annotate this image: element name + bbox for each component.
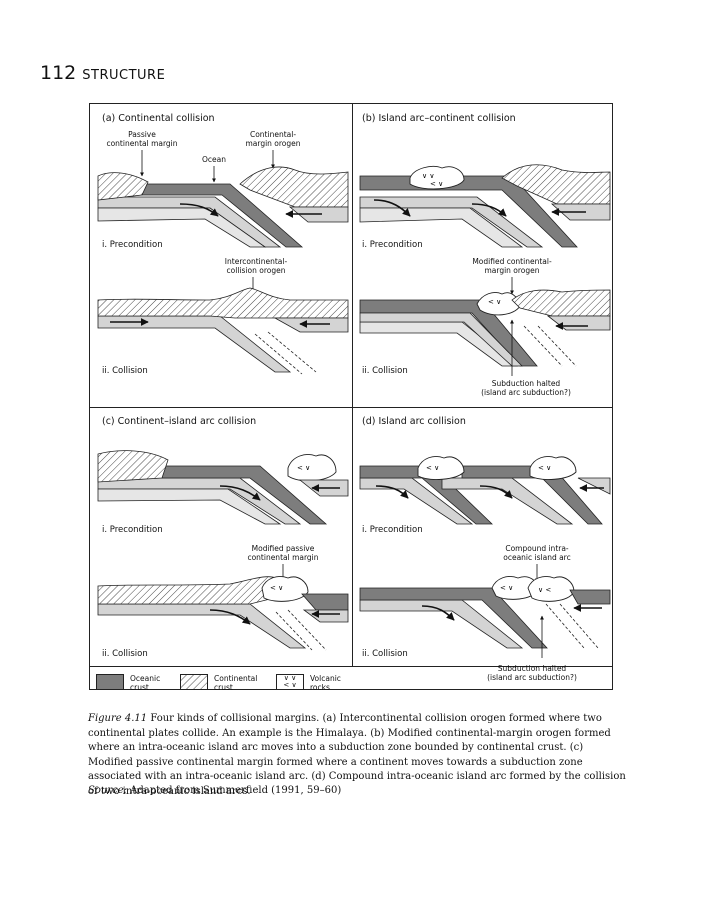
label-ocean: Ocean <box>202 155 226 164</box>
source-label: Source: <box>88 785 127 796</box>
panel-a-title: (a) Continental collision <box>102 113 215 124</box>
panel-d-stage-1: i. Precondition <box>362 525 423 535</box>
figure-caption: Figure 4.11 Four kinds of collisional ma… <box>88 712 628 799</box>
horizontal-divider <box>90 407 612 408</box>
label-passive-margin: Passive continental margin <box>106 130 178 148</box>
panel-d-title: (d) Island arc collision <box>362 416 466 427</box>
legend-volcanic-label: Volcanic rocks <box>310 674 341 692</box>
legend-oceanic-label: Oceanic crust <box>130 674 161 692</box>
panel-a-stage-1: i. Precondition <box>102 240 163 250</box>
source-text: Adapted from Summerfield (1991, 59–60) <box>130 785 342 796</box>
svg-text:< ∨: < ∨ <box>538 464 551 472</box>
panel-b-collision-diagram: < ∨ <box>359 277 611 376</box>
label-modified-passive-margin: Modified passive continental margin <box>247 544 319 562</box>
continental-swatch <box>180 674 208 690</box>
page-header: 112 STRUCTURE <box>40 62 165 84</box>
svg-text:< ∨: < ∨ <box>270 584 283 592</box>
legend-divider <box>90 666 612 667</box>
panel-d-precondition-diagram: < ∨ < ∨ <box>359 456 611 525</box>
panel-c-stage-2: ii. Collision <box>102 649 148 659</box>
panel-c-precondition-diagram: < ∨ <box>97 450 349 525</box>
figure-label: Figure 4.11 <box>88 713 148 724</box>
vertical-divider <box>352 104 353 666</box>
legend-continental-label: Continental crust <box>214 674 258 692</box>
panel-a-collision-diagram <box>97 277 349 375</box>
panel-d-stage-2: ii. Collision <box>362 649 408 659</box>
label-modified-continental-orogen: Modified continental- margin orogen <box>472 257 552 275</box>
figure-panels: (a) Continental collision Passive contin… <box>89 103 613 692</box>
svg-text:< ∨: < ∨ <box>500 584 513 592</box>
svg-text:∨ <: ∨ < <box>538 586 551 594</box>
label-continental-margin-orogen: Continental- margin orogen <box>245 130 301 148</box>
section-title: STRUCTURE <box>82 68 166 83</box>
panel-c-stage-1: i. Precondition <box>102 525 163 535</box>
svg-text:∨ ∨: ∨ ∨ <box>422 172 434 180</box>
panel-d-collision-diagram: < ∨ ∨ < <box>359 564 611 658</box>
svg-text:< ∨: < ∨ <box>426 464 439 472</box>
caption-text: Four kinds of collisional margins. (a) I… <box>88 713 626 797</box>
volcanic-swatch: ∨ ∨< ∨ <box>276 674 304 690</box>
page-number: 112 <box>40 62 77 84</box>
panel-a-stage-2: ii. Collision <box>102 366 148 376</box>
oceanic-swatch <box>96 674 124 690</box>
svg-text:< ∨: < ∨ <box>297 464 310 472</box>
figure-source: Source: Adapted from Summerfield (1991, … <box>88 785 341 796</box>
panel-b-stage-2: ii. Collision <box>362 366 408 376</box>
panel-b-stage-1: i. Precondition <box>362 240 423 250</box>
panel-c-collision-diagram: < ∨ <box>97 564 349 651</box>
label-d-subduction-halted: Subduction halted (island arc subduction… <box>487 664 577 682</box>
label-b-subduction-halted: Subduction halted (island arc subduction… <box>481 379 571 397</box>
panel-a-precondition-diagram <box>97 150 349 248</box>
panel-b-precondition-diagram: ∨ ∨ < ∨ <box>359 164 611 248</box>
panel-b-title: (b) Island arc–continent collision <box>362 113 516 124</box>
svg-text:< ∨: < ∨ <box>430 180 443 188</box>
label-intercontinental-orogen: Intercontinental- collision orogen <box>224 257 288 275</box>
svg-text:< ∨: < ∨ <box>488 298 501 306</box>
panel-c-title: (c) Continent–island arc collision <box>102 416 257 427</box>
label-compound-island-arc: Compound intra- oceanic island arc <box>503 544 571 562</box>
